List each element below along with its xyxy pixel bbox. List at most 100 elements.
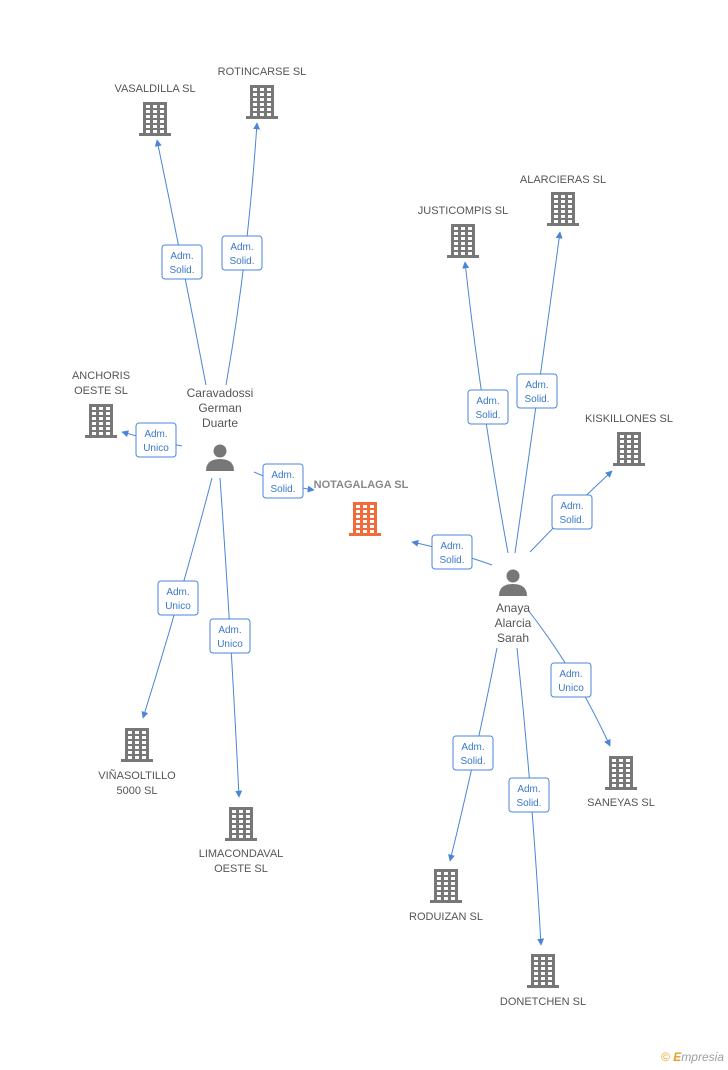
role-text: Solid. [559, 515, 584, 526]
role-label-box[interactable]: Adm. Unico [209, 618, 251, 654]
role-box-frame [550, 662, 592, 698]
node-saneyas[interactable]: SANEYAS SL [587, 756, 655, 809]
node-label: NOTAGALAGA SL [314, 479, 409, 491]
role-box-frame [467, 389, 509, 425]
role-box-frame [157, 580, 199, 616]
node-label: 5000 SL [117, 785, 158, 797]
node-label: SANEYAS SL [587, 797, 655, 809]
role-text: Adm. [144, 429, 167, 440]
role-box-frame [516, 373, 558, 409]
building-icon [430, 869, 462, 903]
node-anchoris[interactable]: ANCHORIS OESTE SL [72, 370, 130, 438]
role-label-box[interactable]: Adm. Unico [550, 662, 592, 698]
role-label-box[interactable]: Adm.Solid. [467, 389, 509, 425]
role-text: Solid. [516, 798, 541, 809]
role-text: Adm. [440, 541, 463, 552]
person-icon [206, 444, 234, 471]
empresia-watermark: © Empresia [661, 1050, 724, 1064]
role-label-box[interactable]: Adm. Solid. [508, 777, 550, 813]
building-icon [447, 224, 479, 258]
node-label: VIÑASOLTILLO [98, 769, 176, 782]
role-label-box[interactable]: Adm. Solid. [516, 373, 558, 409]
building-main-icon [349, 502, 381, 536]
node-limacondaval[interactable]: LIMACONDAVAL OESTE SL [199, 807, 284, 875]
role-text: Unico [217, 639, 243, 650]
role-label-box[interactable]: Adm. Solid. [221, 235, 263, 271]
role-text: Solid. [169, 265, 194, 276]
node-label: Duarte [202, 416, 238, 430]
role-text: Solid. [439, 555, 464, 566]
role-label-box[interactable]: Adm.Solid. [551, 494, 593, 530]
role-text: Adm. [517, 784, 540, 795]
role-label-box[interactable]: Adm. Solid. [452, 735, 494, 771]
role-text: Adm. [559, 669, 582, 680]
node-label: OESTE SL [214, 863, 268, 875]
role-label-box[interactable]: Adm. Unico [157, 580, 199, 616]
role-text: Adm. [166, 587, 189, 598]
role-label-box[interactable]: Adm. Unico [135, 422, 177, 458]
role-text: Solid. [524, 394, 549, 405]
building-icon [613, 432, 645, 466]
role-label-box[interactable]: Adm. Solid. [431, 534, 473, 570]
node-vasaldilla[interactable]: VASALDILLA SL [114, 83, 196, 136]
node-label: ROTINCARSE SL [218, 66, 307, 78]
role-text: Adm. [461, 742, 484, 753]
node-rotincarse[interactable]: ROTINCARSE SL [218, 66, 307, 119]
node-label: VASALDILLA SL [114, 83, 195, 95]
node-justicompis[interactable]: JUSTICOMPIS SL [418, 205, 508, 258]
node-donetchen[interactable]: DONETCHEN SL [500, 954, 586, 1008]
node-notagalaga[interactable]: NOTAGALAGA SL [314, 479, 409, 536]
role-text: Unico [165, 601, 191, 612]
node-label: JUSTICOMPIS SL [418, 205, 508, 217]
role-box-frame [135, 422, 177, 458]
building-icon [85, 404, 117, 438]
role-box-frame [431, 534, 473, 570]
node-label: ALARCIERAS SL [520, 174, 606, 186]
role-text: Adm. [230, 242, 253, 253]
building-icon [547, 192, 579, 226]
node-label: Alarcia [495, 616, 532, 630]
node-label: LIMACONDAVAL [199, 848, 284, 860]
role-box-frame [508, 777, 550, 813]
role-text: Unico [143, 443, 169, 454]
role-box-frame [161, 244, 203, 280]
node-alarcieras[interactable]: ALARCIERAS SL [520, 174, 606, 226]
role-text: Solid. [270, 484, 295, 495]
node-vinasoltillo[interactable]: VIÑASOLTILLO 5000 SL [98, 728, 176, 797]
role-label-box[interactable]: Adm. Solid. [262, 463, 304, 499]
role-box-frame [209, 618, 251, 654]
role-text: Solid. [460, 756, 485, 767]
building-icon [139, 102, 171, 136]
building-icon [121, 728, 153, 762]
nodes-layer: NOTAGALAGA SL CaravadossiGermanDuarteAnay… [72, 66, 673, 1008]
role-box-frame [551, 494, 593, 530]
role-text: Unico [558, 683, 584, 694]
role-box-frame [452, 735, 494, 771]
node-label: Sarah [497, 631, 529, 645]
node-label: OESTE SL [74, 385, 128, 397]
node-label: Caravadossi [187, 386, 254, 400]
role-text: Solid. [475, 410, 500, 421]
node-kiskillones[interactable]: KISKILLONES SL [585, 413, 673, 466]
role-labels-layer: Adm.Solid.Adm.Solid.Adm.UnicoAdm.Solid.A… [135, 235, 593, 813]
role-text: Adm. [218, 625, 241, 636]
person-icon [499, 569, 527, 596]
node-label: KISKILLONES SL [585, 413, 673, 425]
role-box-frame [221, 235, 263, 271]
role-text: Adm. [525, 380, 548, 391]
role-text: Solid. [229, 256, 254, 267]
role-text: Adm. [271, 470, 294, 481]
role-label-box[interactable]: Adm.Solid. [161, 244, 203, 280]
role-box-frame [262, 463, 304, 499]
node-label: German [198, 401, 241, 415]
node-label: ANCHORIS [72, 370, 130, 382]
node-label: DONETCHEN SL [500, 996, 586, 1008]
node-label: Anaya [496, 601, 530, 615]
node-label: RODUIZAN SL [409, 911, 483, 923]
building-icon [605, 756, 637, 790]
node-roduizan[interactable]: RODUIZAN SL [409, 869, 483, 923]
